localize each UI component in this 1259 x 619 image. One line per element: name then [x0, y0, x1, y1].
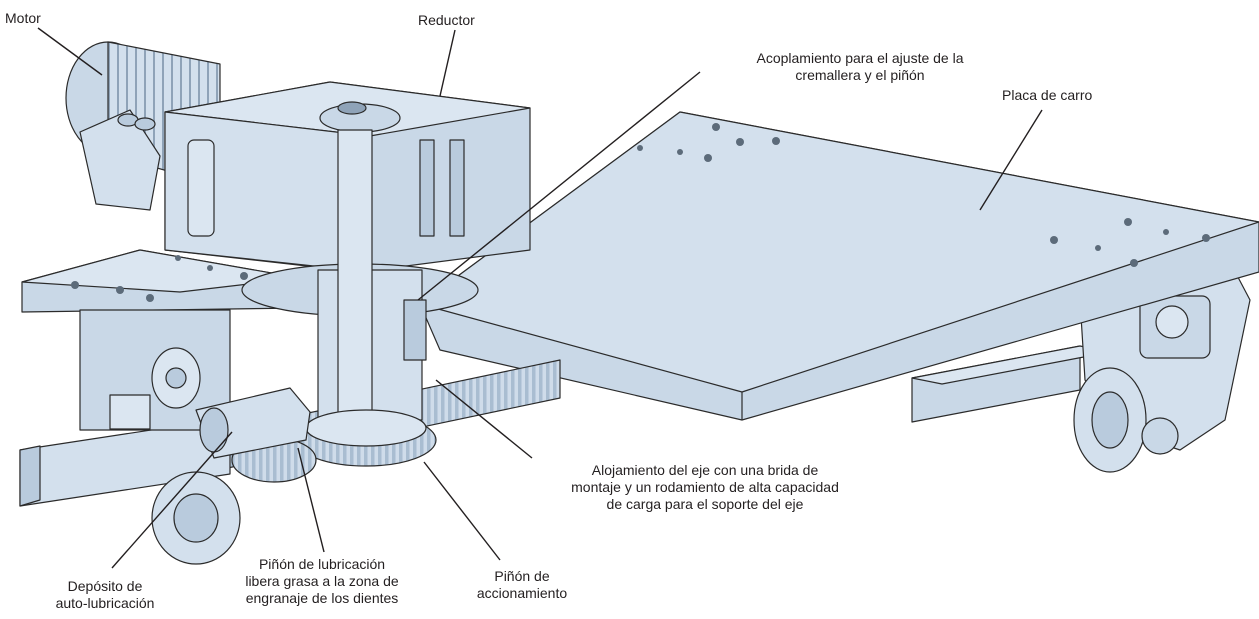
- leader-motor: [37, 27, 103, 76]
- label-motor: Motor: [5, 10, 41, 26]
- label-deposito: Depósito de auto-lubricación: [20, 578, 190, 612]
- motor: [65, 41, 221, 211]
- leader-acoplamiento: [417, 71, 701, 301]
- label-pinon-lubricacion: Piñón de lubricación libera grasa a la z…: [192, 556, 452, 607]
- leader-lines: [37, 27, 1043, 569]
- label-pinon-accionamiento: Piñón de accionamiento: [452, 568, 592, 602]
- leader-deposito: [111, 431, 233, 569]
- label-placa: Placa de carro: [1002, 87, 1093, 103]
- label-alojamiento-line-3: de carga para el soporte del eje: [606, 496, 804, 512]
- drive-pinion: [295, 409, 437, 467]
- leader-alojamiento: [435, 379, 533, 459]
- label-deposito-line-1: Depósito de: [67, 578, 143, 594]
- label-acoplamiento: Acoplamiento para el ajuste de la cremal…: [695, 50, 1025, 84]
- label-pinon-lubricacion-line-1: Piñón de lubricación: [258, 556, 386, 572]
- label-alojamiento-line-1: Alojamiento del eje con una brida de: [591, 462, 819, 478]
- leader-pinon-accionamiento: [423, 461, 501, 561]
- label-reductor: Reductor: [418, 12, 475, 28]
- label-acoplamiento-line-1: Acoplamiento para el ajuste de la: [756, 50, 964, 66]
- shaft-housing: [241, 129, 479, 431]
- label-deposito-line-2: auto-lubricación: [55, 595, 155, 611]
- reducer-gearbox: [164, 81, 531, 273]
- leader-reductor: [439, 29, 456, 97]
- label-acoplamiento-line-2: cremallera y el piñón: [795, 67, 925, 83]
- leader-pinon-lubricacion: [297, 447, 325, 553]
- label-pinon-lubricacion-line-2: libera grasa a la zona de: [245, 573, 399, 589]
- rear-support-block: [911, 345, 1111, 423]
- label-alojamiento-line-2: montaje y un rodamiento de alta capacida…: [571, 479, 839, 495]
- label-pinon-lubricacion-line-3: engranaje de los dientes: [245, 590, 399, 606]
- left-base-plate: [21, 249, 301, 313]
- carriage-plate: [419, 111, 1259, 421]
- label-pinon-accionamiento-line-1: Piñón de: [494, 568, 550, 584]
- leader-placa: [979, 109, 1043, 211]
- label-pinon-accionamiento-line-2: accionamiento: [476, 585, 568, 601]
- label-alojamiento: Alojamiento del eje con una brida de mon…: [520, 462, 890, 513]
